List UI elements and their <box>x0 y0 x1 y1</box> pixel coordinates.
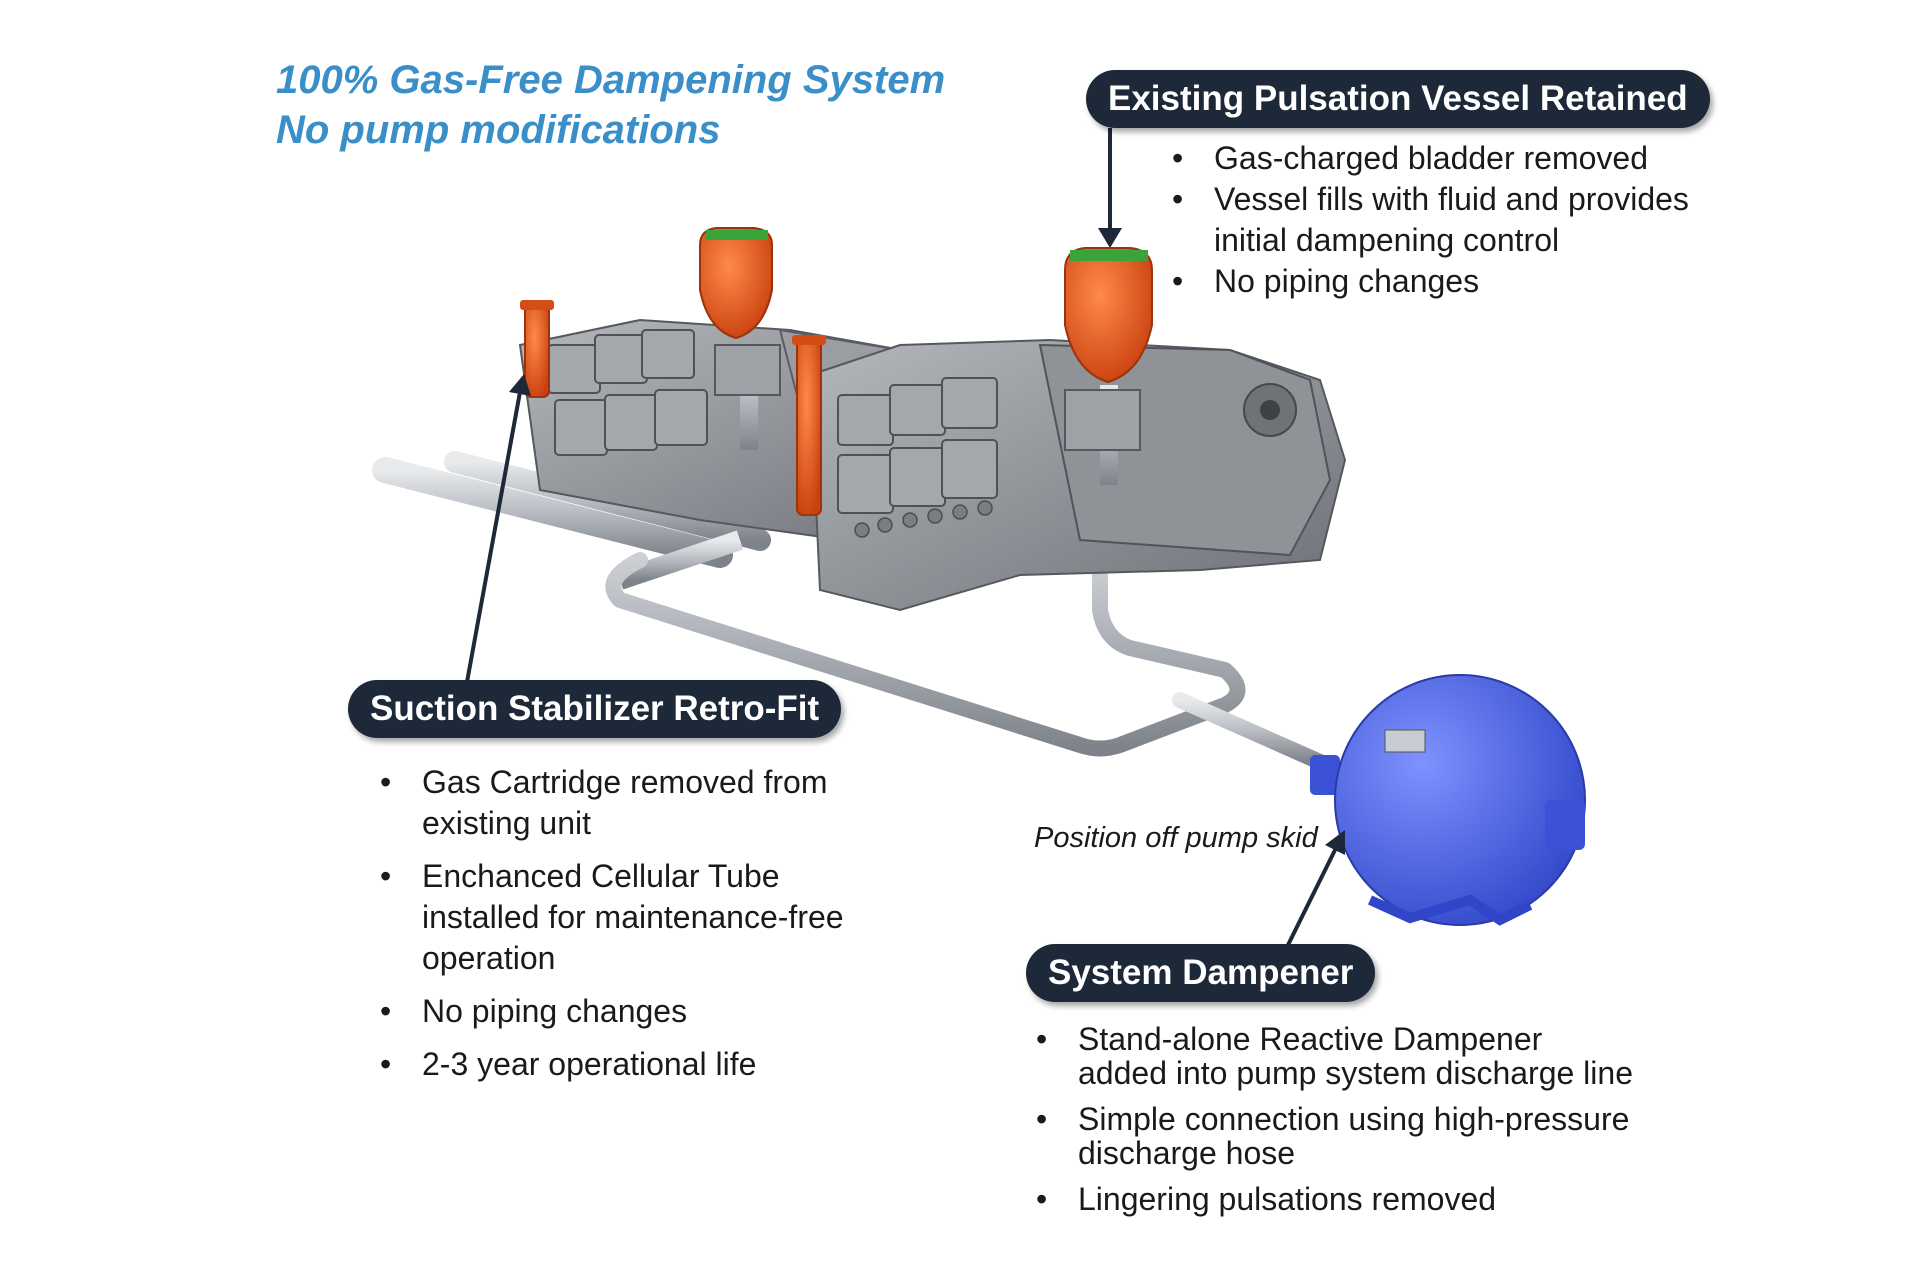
list-item: Stand-alone Reactive Dampener added into… <box>1036 1022 1636 1090</box>
dampener-position-caption: Position off pump skid <box>1034 822 1318 854</box>
system-dampener-title: System Dampener <box>1026 944 1376 1002</box>
suction-stabilizer-title: Suction Stabilizer Retro-Fit <box>348 680 842 738</box>
list-item: Lingering pulsations removed <box>1036 1182 1636 1216</box>
pulsation-vessel-bullets: Gas-charged bladder removed Vessel fills… <box>1172 138 1732 302</box>
list-item: 2-3 year operational life <box>380 1044 860 1085</box>
pulsation-vessel-right <box>1064 247 1153 485</box>
discharge-piping <box>605 472 1328 770</box>
pulsation-vessel-left <box>699 227 781 450</box>
list-item: Gas Cartridge removed from existing unit <box>380 762 860 844</box>
suction-stabilizer-left <box>520 300 554 398</box>
headline-line-2: No pump modifications <box>276 108 721 152</box>
list-item: Gas-charged bladder removed <box>1172 138 1732 179</box>
list-item: No piping changes <box>380 991 860 1032</box>
suction-stabilizer-right <box>792 335 826 516</box>
list-item: Enchanced Cellular Tube installed for ma… <box>380 856 860 979</box>
pulsation-vessel-title: Existing Pulsation Vessel Retained <box>1086 70 1710 128</box>
headline: 100% Gas-Free Dampening System No pump m… <box>276 55 945 155</box>
callout-arrows <box>465 128 1345 946</box>
list-item: No piping changes <box>1172 261 1732 302</box>
system-dampener-bullets: Stand-alone Reactive Dampener added into… <box>1036 1022 1636 1228</box>
system-dampener-vessel <box>1310 674 1586 926</box>
suction-stabilizer-bullets: Gas Cartridge removed from existing unit… <box>380 762 860 1097</box>
list-item: Vessel fills with fluid and provides ini… <box>1172 179 1732 261</box>
pump-unit-right <box>808 338 1347 612</box>
headline-line-1: 100% Gas-Free Dampening System <box>276 58 946 102</box>
list-item: Simple connection using high-pressure di… <box>1036 1102 1636 1170</box>
